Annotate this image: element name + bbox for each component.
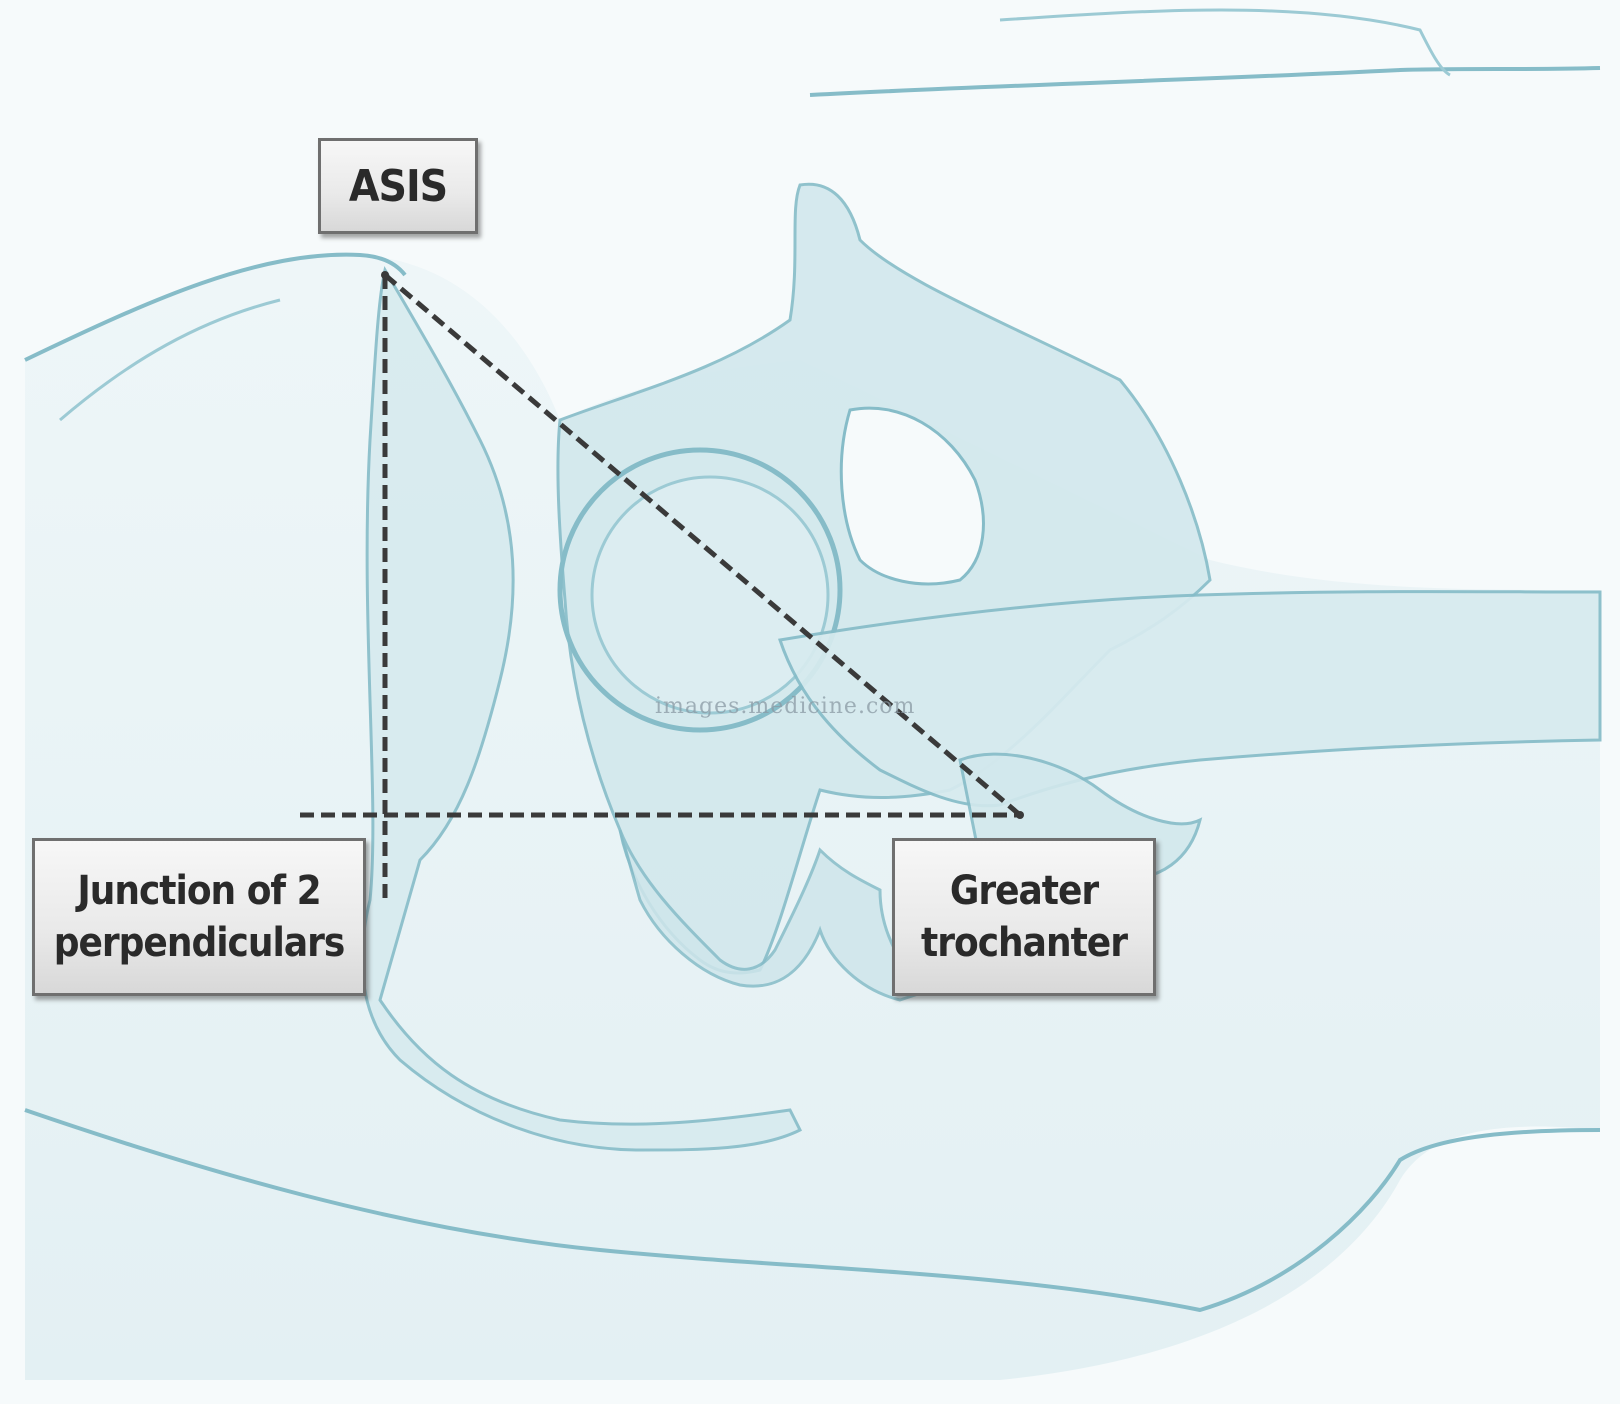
- asis-label: ASIS: [318, 138, 478, 234]
- trochanter-point: [1016, 811, 1024, 819]
- junction-label: Junction of 2 perpendiculars: [32, 838, 366, 996]
- junction-label-text: Junction of 2 perpendiculars: [54, 865, 345, 969]
- greater-trochanter-label: Greater trochanter: [892, 838, 1156, 996]
- femoral-head: [592, 477, 828, 713]
- greater-trochanter-label-text: Greater trochanter: [921, 865, 1127, 969]
- asis-point: [381, 271, 389, 279]
- asis-label-text: ASIS: [349, 161, 447, 212]
- watermark-text: images.medicine.com: [655, 694, 1055, 719]
